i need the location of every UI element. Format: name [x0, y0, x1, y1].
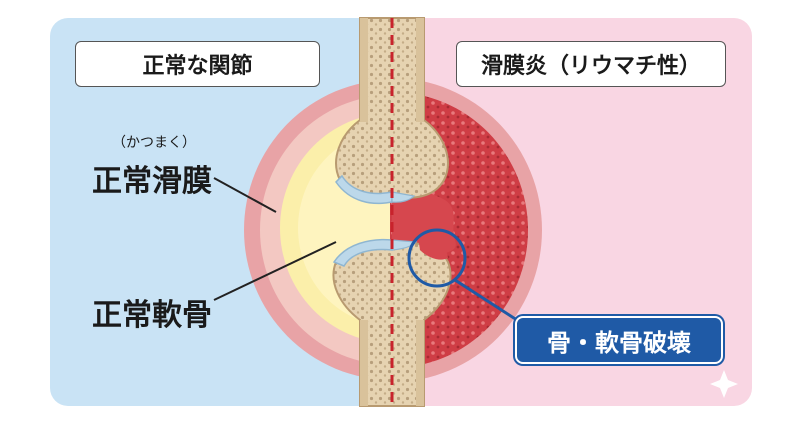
left-panel-title: 正常な関節 [75, 41, 320, 87]
cartilage-leader [213, 241, 337, 301]
sparkle-icon [710, 370, 738, 398]
synovium-leader [213, 177, 277, 213]
bone-erosion [418, 234, 448, 260]
destruction-badge: 骨・軟骨破壊 [515, 316, 723, 364]
right-panel-title: 滑膜炎（リウマチ性） [456, 41, 726, 87]
destruction-leader [454, 278, 521, 324]
normal-synovium-label: 正常滑膜 [92, 164, 212, 199]
synovium-reading: （かつまく） [112, 135, 196, 151]
destruction-callout-circle [407, 228, 467, 288]
normal-cartilage-label: 正常軟骨 [92, 298, 212, 333]
